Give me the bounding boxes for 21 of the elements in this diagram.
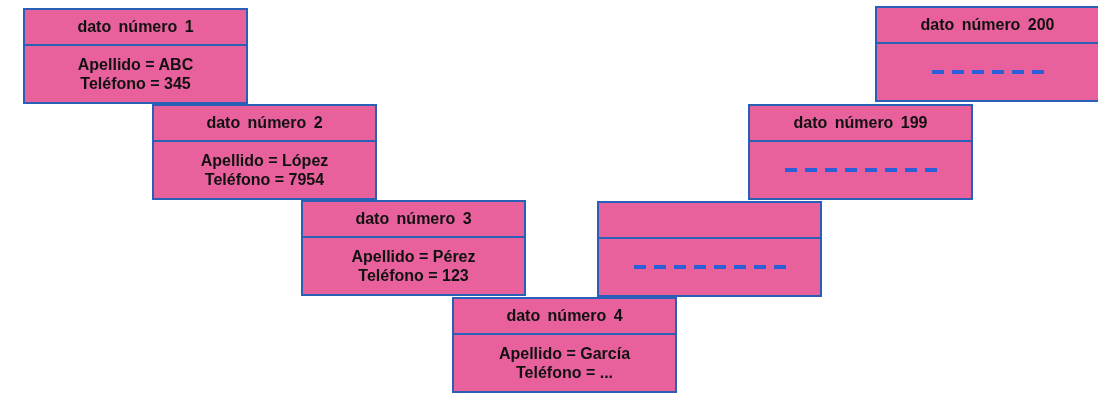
field-value: Apellido = López: [200, 151, 329, 170]
field-value: Teléfono = 345: [80, 74, 191, 93]
record-title: dato número 2: [206, 114, 323, 132]
record-title: dato número 3: [355, 210, 472, 228]
record-box: [152, 104, 377, 200]
record-title: dato número 1: [77, 18, 194, 36]
field-value: Teléfono = 7954: [204, 170, 325, 189]
record-box: [875, 6, 1098, 102]
record-title: dato número 4: [506, 307, 623, 325]
field-value: Teléfono = ...: [515, 363, 613, 382]
record-box: [23, 8, 248, 104]
record-box: [301, 200, 526, 296]
field-value: Apellido = Pérez: [351, 247, 476, 266]
field-value: Teléfono = 123: [358, 266, 469, 285]
record-box: [748, 104, 973, 200]
record-box: [452, 297, 677, 393]
record-title: dato número 200: [920, 16, 1055, 34]
field-value: Apellido = García: [498, 344, 631, 363]
field-value: Apellido = ABC: [77, 55, 194, 74]
record-box: [597, 201, 822, 297]
record-title: dato número 199: [793, 114, 928, 132]
